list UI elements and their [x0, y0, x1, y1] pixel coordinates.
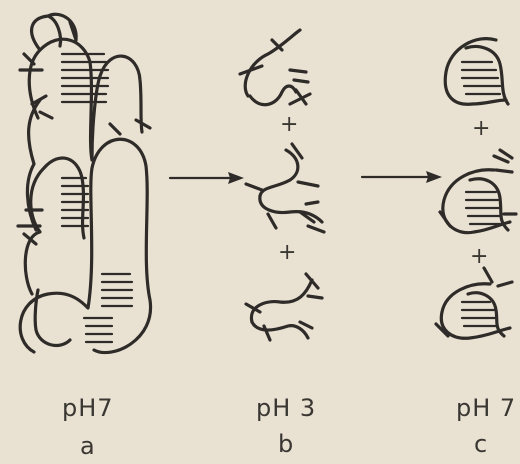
- panel-b-fragment-1: [240, 30, 310, 105]
- panel-a-letter: a: [80, 432, 96, 460]
- panel-b-fragment-2: [246, 144, 324, 232]
- panel-b-ph-label: pH 3: [256, 394, 316, 422]
- panel-c-hairpin-1: [445, 39, 508, 105]
- panel-c-ph-label: pH 7: [456, 394, 516, 422]
- arrow-b-to-c: [362, 171, 442, 183]
- plus-sign-b-2: +: [278, 240, 296, 265]
- plus-sign-b-1: +: [280, 112, 298, 137]
- panel-c-hairpin-3: [436, 268, 512, 338]
- arrow-a-to-b: [170, 172, 244, 184]
- panel-c-hairpin-2: [440, 150, 516, 233]
- plus-sign-c-1: +: [472, 116, 490, 141]
- panel-b-letter: b: [278, 430, 294, 458]
- panel-c-letter: c: [474, 430, 488, 458]
- plus-sign-c-2: +: [470, 244, 488, 269]
- panel-a-ph-label: pH7: [62, 394, 114, 422]
- panel-b-fragment-3: [246, 274, 322, 340]
- panel-a-folded-strand: [18, 14, 151, 352]
